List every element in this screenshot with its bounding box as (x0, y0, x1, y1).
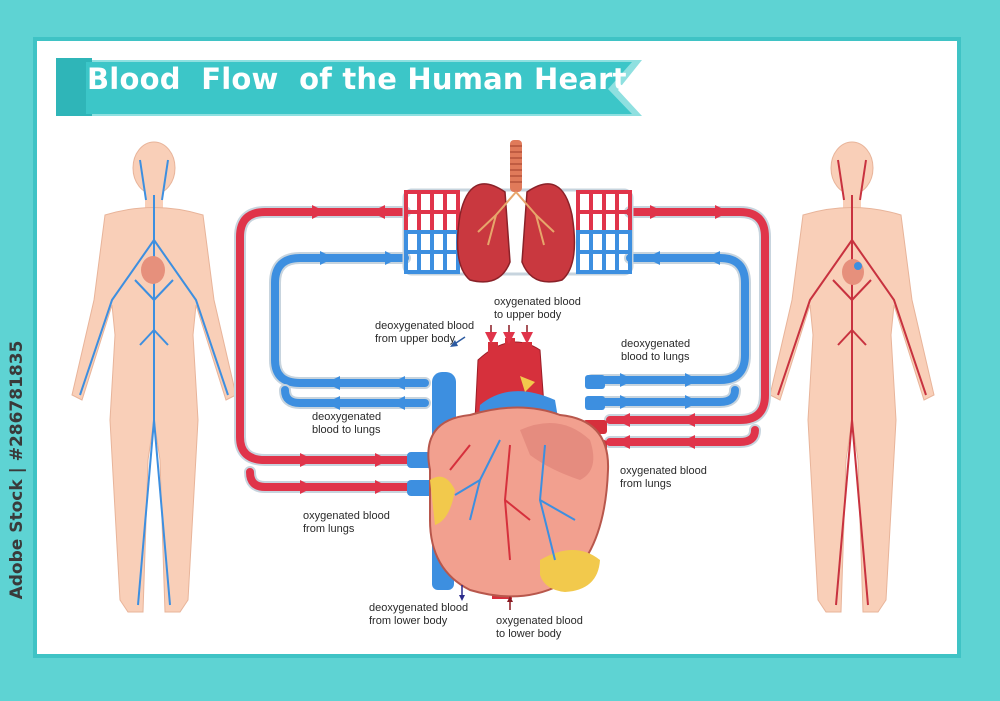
page-title: Blood Flow of the Human Heart (87, 62, 627, 96)
circulation-loops (234, 206, 771, 493)
title-banner (56, 58, 666, 118)
flow-arrows (300, 205, 729, 494)
venous-body-figure (71, 141, 237, 613)
lungs-illustration (402, 140, 634, 283)
heart-illustration (407, 338, 610, 599)
label-arrows (450, 325, 533, 610)
arterial-body-figure (769, 141, 935, 613)
